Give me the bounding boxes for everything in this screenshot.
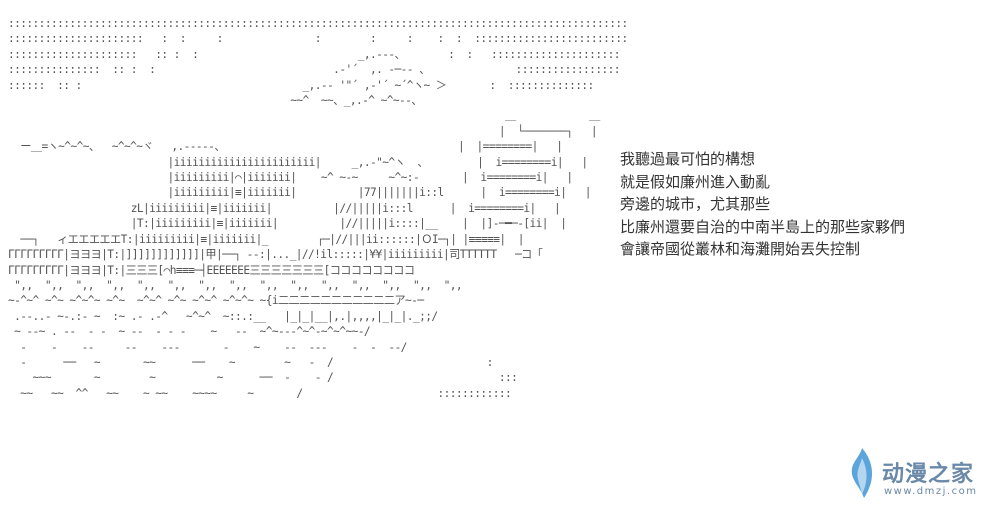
watermark-url: www.dmzj.com xyxy=(884,486,978,497)
dialog-line: 旁邊的城市，尤其那些 xyxy=(620,195,771,213)
watermark-brand: 动漫之家 xyxy=(882,462,975,487)
dialog-line: 我聽過最可怕的構想 xyxy=(620,150,756,168)
dialog-line: 會讓帝國從叢林和海灘開始丟失控制 xyxy=(620,240,861,258)
watermark: 动漫之家 www.dmzj.com xyxy=(842,446,992,506)
dialog-line: 就是假如廉州進入動亂 xyxy=(620,172,771,191)
ascii-art-cityscape: ::::::::::::::::::::::::::::::::::::::::… xyxy=(8,17,628,400)
flame-leaf-logo-icon xyxy=(851,448,873,498)
dialog-text-block: 我聽過最可怕的構想 就是假如廉州進入動亂 旁邊的城市，尤其那些 比廉州還要自治的… xyxy=(620,148,905,261)
dialog-line: 比廉州還要自治的中南半島上的那些家夥們 xyxy=(620,217,906,236)
